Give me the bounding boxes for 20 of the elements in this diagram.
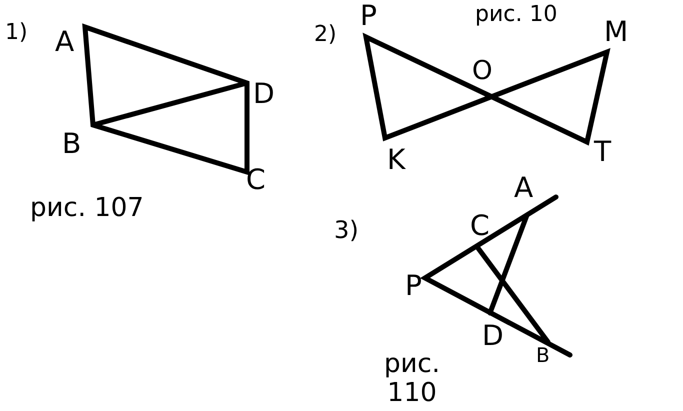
figure-number: 3) [334, 218, 359, 242]
vertex-label: B [62, 130, 82, 158]
vertex-label: A [55, 28, 74, 56]
figure-caption: рис. 110 [383, 350, 441, 408]
vertex-label: P [405, 272, 422, 300]
vertex-label: K [387, 146, 406, 174]
vertex-label: D [482, 322, 504, 350]
vertex-label: P [360, 2, 377, 30]
vertex-label: C [470, 212, 490, 240]
figure-number: 2) [314, 24, 337, 46]
vertex-label: T [594, 138, 612, 166]
vertex-label: M [604, 18, 628, 46]
vertex-label: D [253, 80, 275, 108]
vertex-label: O [472, 58, 492, 84]
vertex-label: C [246, 166, 266, 194]
figure-caption: рис. 107 [30, 195, 144, 221]
figure-caption: рис. 10 [475, 4, 558, 26]
figure-number: 1) [5, 22, 28, 44]
vertex-label: B [536, 345, 550, 365]
vertex-label: A [514, 174, 534, 202]
